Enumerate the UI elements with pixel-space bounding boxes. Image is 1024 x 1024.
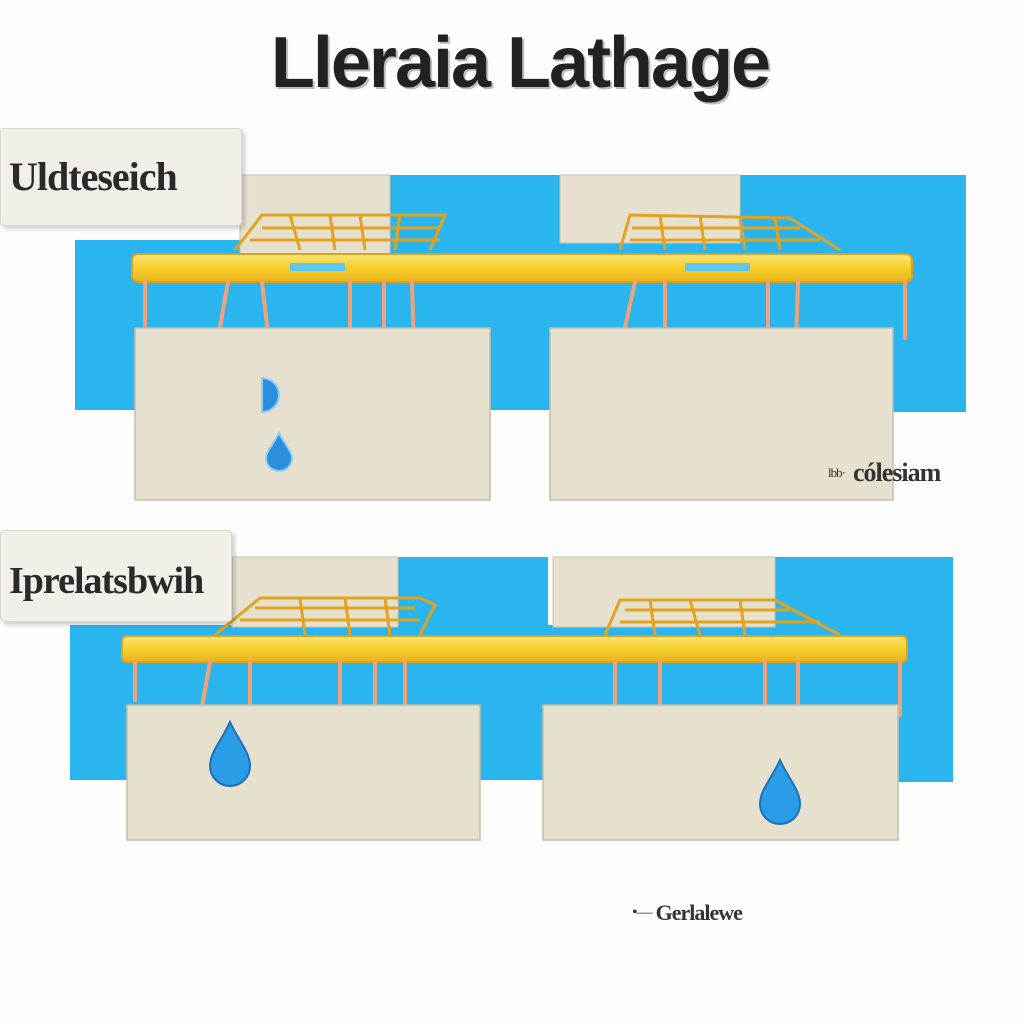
annotation-marker: lbb·: [828, 465, 846, 480]
annotation-bottom: •—Gerlalewe: [632, 900, 743, 926]
basin: [549, 327, 894, 501]
water-drop-icon: [264, 430, 294, 472]
sprinkler-beam: [131, 253, 913, 283]
panel-top: [75, 174, 966, 501]
truss-frame: [214, 596, 438, 637]
truss-frame: [618, 213, 841, 252]
basin-block: [231, 556, 399, 628]
basin-block: [239, 174, 391, 266]
panel-tag-label: Uldteseich: [9, 154, 178, 199]
basin-block: [559, 174, 741, 244]
water-background: [398, 557, 548, 637]
basin-block: [552, 556, 776, 628]
truss-frame: [603, 598, 841, 637]
page-title: Lleraia Lathage: [270, 23, 771, 103]
beam-window: [290, 263, 345, 271]
water-drop-icon: [758, 757, 802, 825]
water-background: [390, 175, 560, 260]
beam-window: [685, 263, 750, 271]
panel-bottom: [70, 556, 953, 841]
basin: [126, 704, 481, 841]
annotation-text: cólesiam: [852, 458, 941, 487]
panel-tag-top: Uldteseich: [0, 128, 242, 226]
panel-tag-label: Iprelatsbwih: [9, 560, 204, 602]
water-drop-icon: [208, 719, 252, 787]
annotation-text: Gerlalewe: [655, 900, 743, 925]
sprinkler-beam: [121, 635, 908, 663]
annotation-right: lbb· cólesiam: [828, 458, 941, 488]
panel-tag-bottom: Iprelatsbwih: [0, 530, 232, 622]
water-drop-icon: [261, 376, 280, 414]
basin: [134, 327, 491, 501]
truss-frame: [233, 213, 448, 251]
annotation-marker: •—: [632, 904, 653, 921]
basin: [542, 704, 899, 841]
